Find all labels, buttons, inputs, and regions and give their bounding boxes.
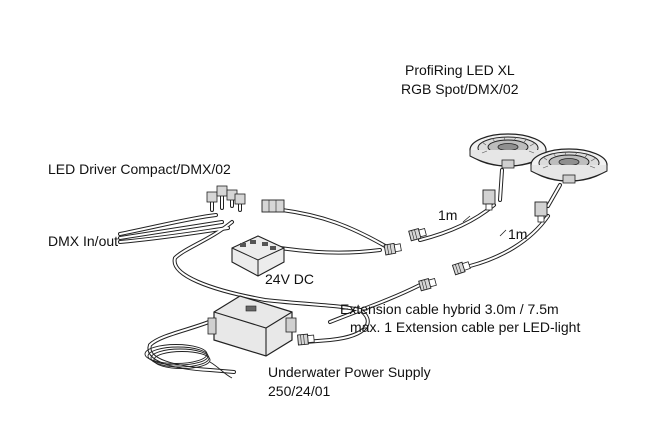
- dc-label: 24V DC: [265, 271, 315, 287]
- connector-icon: [534, 201, 548, 223]
- power-supply-label: Underwater Power Supply: [268, 364, 431, 380]
- extension-cable-label: Extension cable hybrid 3.0m / 7.5m: [340, 301, 559, 317]
- extension-note-label: max. 1 Extension cable per LED-light: [350, 319, 581, 335]
- ring-light-icon: [530, 148, 608, 184]
- profiring-title: ProfiRing LED XL: [405, 62, 515, 78]
- coiled-cable-icon: [144, 344, 233, 379]
- dmx-label: DMX In/out: [48, 233, 119, 249]
- power-supply-model: 250/24/01: [268, 383, 331, 399]
- connector-icon: [418, 276, 438, 292]
- driver-box-icon: [231, 235, 285, 277]
- led-driver-label: LED Driver Compact/DMX/02: [48, 161, 231, 177]
- cable-length-label: 1m: [438, 207, 458, 223]
- connector-icon: [383, 241, 403, 256]
- length-markers: [462, 215, 507, 237]
- connector-icon: [452, 259, 472, 276]
- connector-icon: [482, 189, 496, 211]
- connector-icon: [206, 185, 285, 213]
- profiring-subtitle: RGB Spot/DMX/02: [401, 81, 519, 97]
- power-supply-icon: [207, 295, 297, 357]
- cable-length-label: 1m: [508, 226, 528, 242]
